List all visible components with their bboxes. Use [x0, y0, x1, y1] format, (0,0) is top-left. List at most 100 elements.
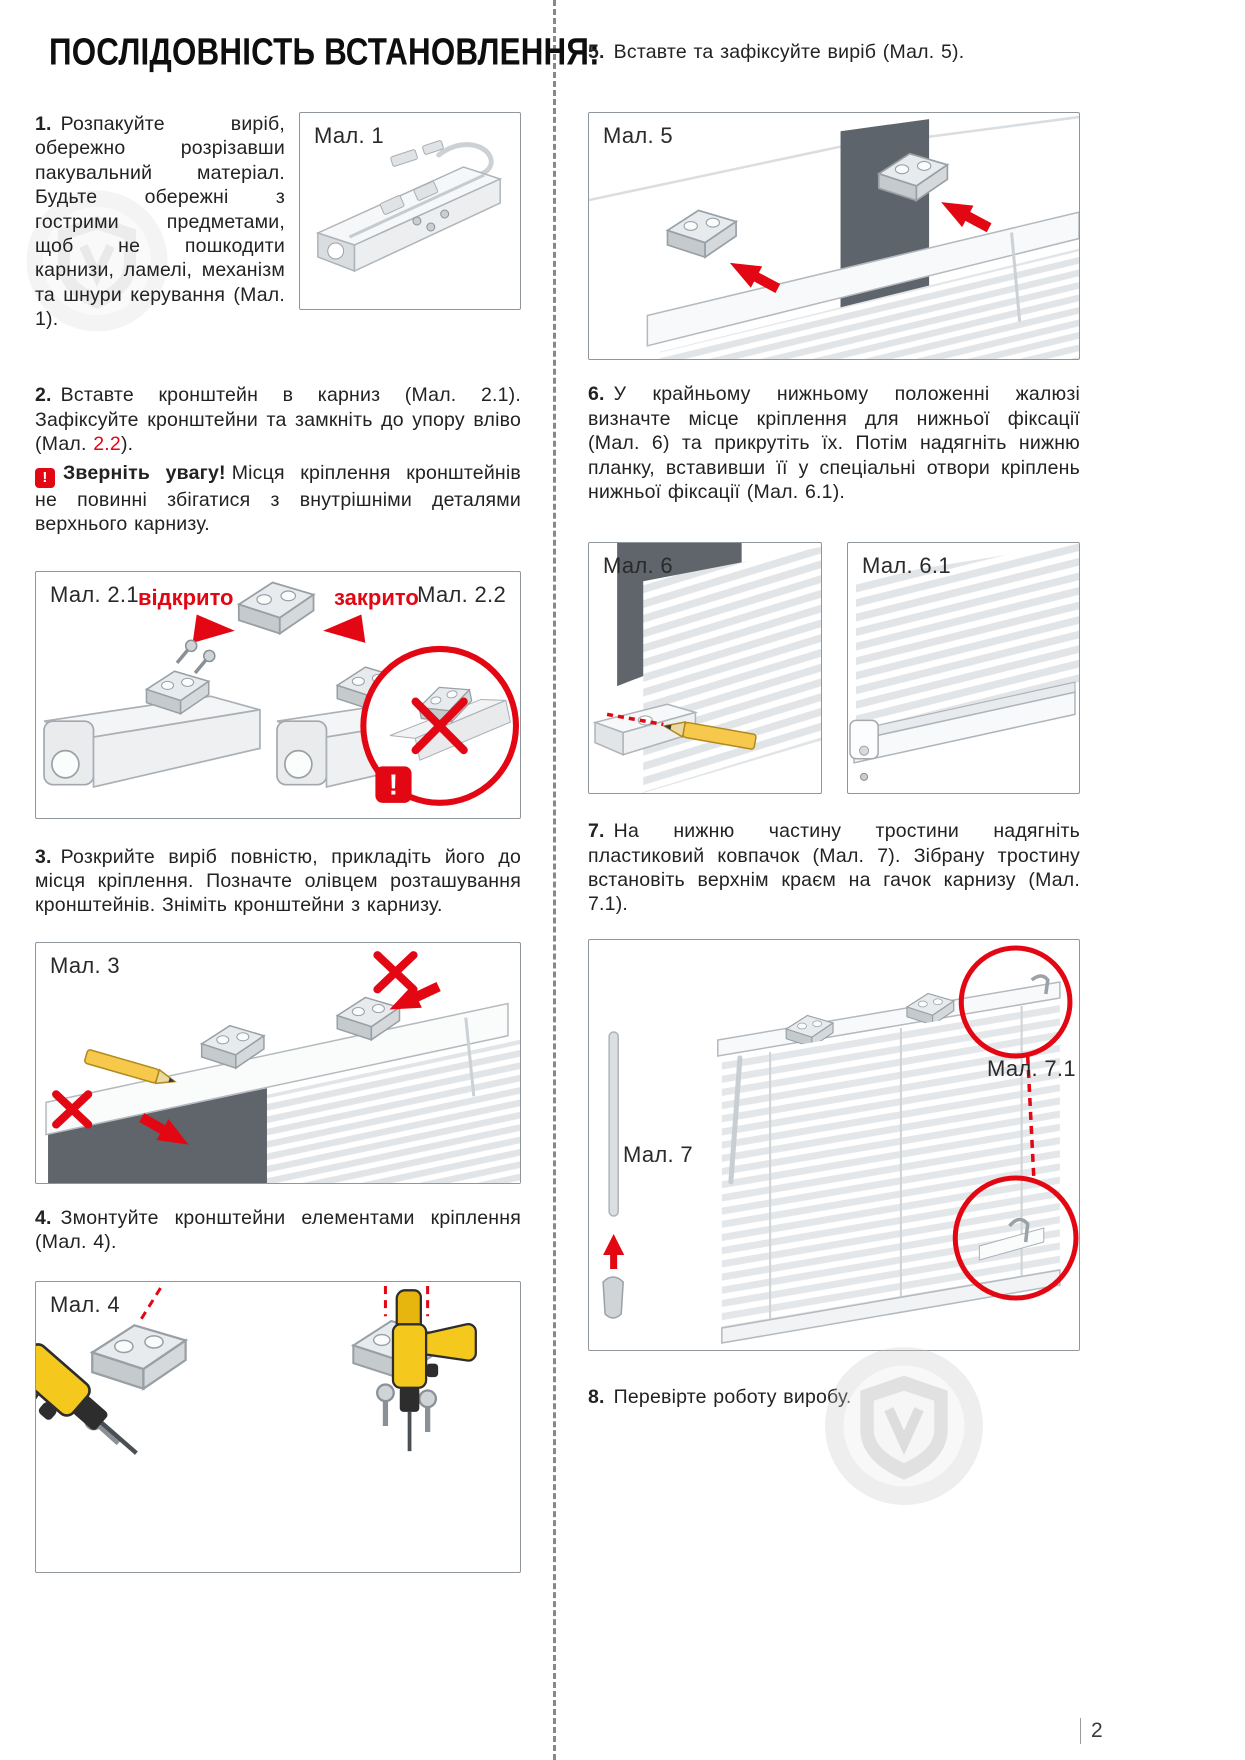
figure-1-label: Мал. 1	[314, 123, 384, 148]
figure-5-label: Мал. 5	[603, 123, 673, 149]
tilt-wand-icon	[728, 1055, 743, 1185]
step-7: 7.На нижню частину тростини надягніть пл…	[588, 819, 1080, 917]
small-parts-icon	[390, 140, 444, 167]
soffit-edge	[924, 116, 1079, 139]
step-3: 3.Розкрийте виріб повністю, прикладіть й…	[35, 845, 521, 918]
step-8-text: Перевірте роботу виробу.	[613, 1385, 852, 1408]
figure-5-illustration	[589, 116, 1079, 360]
step-7-number: 7.	[588, 820, 605, 843]
warning-text: Місця кріплення кронштейнів не повинні з…	[35, 461, 521, 536]
highlight-circle	[952, 1175, 1079, 1301]
screw-icon	[860, 773, 869, 782]
slats-icon	[721, 999, 1060, 1328]
figure-4-label: Мал. 4	[50, 1291, 120, 1317]
figure-6-1: Мал. 6.1	[847, 542, 1080, 795]
figure-7-1-label: Мал. 7.1	[987, 1055, 1076, 1081]
footer-divider	[1080, 1718, 1081, 1744]
step-2-text-tail: ).	[120, 433, 134, 456]
step-6-text: У крайньому нижньому положенні жалюзі ви…	[588, 383, 1080, 503]
step-3-number: 3.	[35, 845, 52, 868]
screw-icon	[859, 745, 870, 756]
red-cross-icon	[373, 950, 418, 994]
bracket-icon	[237, 581, 315, 635]
hook-icon	[1030, 974, 1050, 994]
figure-2: Мал. 2.1 відкрито закрито Мал. 2.2	[35, 570, 521, 819]
figure-1-illustration	[315, 140, 503, 273]
warning-title: Зверніть увагу!	[63, 461, 226, 484]
step-4-number: 4.	[35, 1206, 52, 1229]
figure-2-2-label: Мал. 2.2	[417, 581, 506, 607]
clip-icon	[413, 181, 439, 201]
cornice-rail-icon	[315, 166, 503, 273]
bottom-rail-icon	[721, 1268, 1061, 1344]
bracket-icon	[666, 209, 737, 259]
figure-1: Мал. 1	[299, 112, 521, 310]
screw-icon	[189, 645, 219, 678]
wand-cap-icon	[602, 1276, 624, 1319]
figure-7-label: Мал. 7	[623, 1141, 693, 1167]
step-4-text: Змонтуйте кронштейни елементами кріпленн…	[35, 1206, 521, 1254]
blinds-assembly	[717, 974, 1061, 1344]
step-7-text: На нижню частину тростини надягніть плас…	[588, 820, 1080, 916]
step-8-number: 8.	[588, 1385, 605, 1408]
figure-6-illustration	[592, 543, 821, 794]
red-arrow-icon	[192, 614, 235, 643]
pencil-icon	[84, 1048, 177, 1084]
figure-5: Мал. 5	[588, 112, 1080, 361]
figure-6-1-label: Мал. 6.1	[862, 553, 951, 579]
slats-icon	[659, 249, 1079, 360]
step-5-text: Вставте та зафіксуйте виріб (Мал. 5).	[613, 41, 965, 63]
slats-icon	[856, 543, 1079, 735]
bracket-icon	[91, 1323, 187, 1390]
cornice-end-open	[43, 695, 261, 788]
screw-icon	[419, 1390, 436, 1432]
cornice-rail-icon	[646, 211, 1079, 348]
left-column: ПОСЛІДОВНІСТЬ ВСТАНОВЛЕННЯ: 1.Розпакуйте…	[35, 26, 600, 1573]
pencil-icon	[661, 721, 757, 751]
cord-icon	[1010, 232, 1022, 323]
figure-4-illustration	[36, 1285, 478, 1572]
drill-guide-lines	[139, 1285, 430, 1321]
page-title: ПОСЛІДОВНІСТЬ ВСТАНОВЛЕННЯ:	[49, 30, 600, 73]
screw-icon	[171, 635, 201, 668]
step-1-row: 1.Розпакуйте виріб, обережно розрізавши …	[35, 112, 521, 331]
figure-6-row: Мал. 6	[588, 542, 1080, 795]
right-column: 5.Вставте та зафіксуйте виріб (Мал. 5). …	[588, 40, 1080, 1409]
step-8: 8. Перевірте роботу виробу.	[588, 1385, 1080, 1409]
warning-icon: !	[35, 467, 55, 488]
drill-icon	[391, 1287, 478, 1453]
red-cross-icon	[411, 697, 468, 754]
step-6: 6.У крайньому нижньому положенні жалюзі …	[588, 382, 1080, 504]
red-arrow-icon	[323, 614, 366, 643]
step-1-number: 1.	[35, 113, 52, 135]
window-recess	[48, 1087, 267, 1183]
figure-4: Мал. 4	[35, 1280, 521, 1573]
figure-7-illustration	[602, 945, 1079, 1344]
red-arrow-icon	[935, 191, 995, 239]
step-1-text: Розпакуйте виріб, обережно розрізавши па…	[35, 113, 285, 330]
step-2-text: Вставте кронштейн в карниз (Мал. 2.1). З…	[35, 384, 521, 456]
figure-7: Мал. 7 Мал. 7.1	[588, 938, 1080, 1351]
screws-icon	[412, 209, 450, 232]
step-2: 2.Вставте кронштейн в карниз (Мал. 2.1).…	[35, 383, 521, 456]
soffit-edge	[589, 144, 847, 202]
step-3-text: Розкрийте виріб повністю, прикладіть йог…	[35, 845, 521, 917]
figure-3-illustration	[45, 950, 520, 1183]
hook-detail	[978, 1217, 1045, 1261]
figure-2-1-label: Мал. 2.1	[50, 581, 139, 607]
state-open-label: відкрито	[138, 584, 234, 610]
page-footer: 2	[1080, 1718, 1103, 1744]
cord-icon	[464, 1017, 476, 1097]
svg-text:!: !	[389, 768, 398, 800]
state-closed-label: закрито	[334, 584, 419, 610]
page-number: 2	[1091, 1719, 1103, 1742]
fixation-bracket-icon	[849, 719, 879, 760]
figure-2-illustration: !	[43, 581, 519, 806]
red-cross-icon	[52, 1089, 93, 1129]
figure-3-label: Мал. 3	[50, 952, 120, 978]
step-5: 5.Вставте та зафіксуйте виріб (Мал. 5).	[588, 40, 1080, 64]
column-divider	[553, 0, 556, 1760]
step-4: 4.Змонтуйте кронштейни елементами кріпле…	[35, 1206, 521, 1255]
figure-6-1-illustration	[849, 543, 1079, 782]
wrong-position-detail	[360, 645, 519, 806]
